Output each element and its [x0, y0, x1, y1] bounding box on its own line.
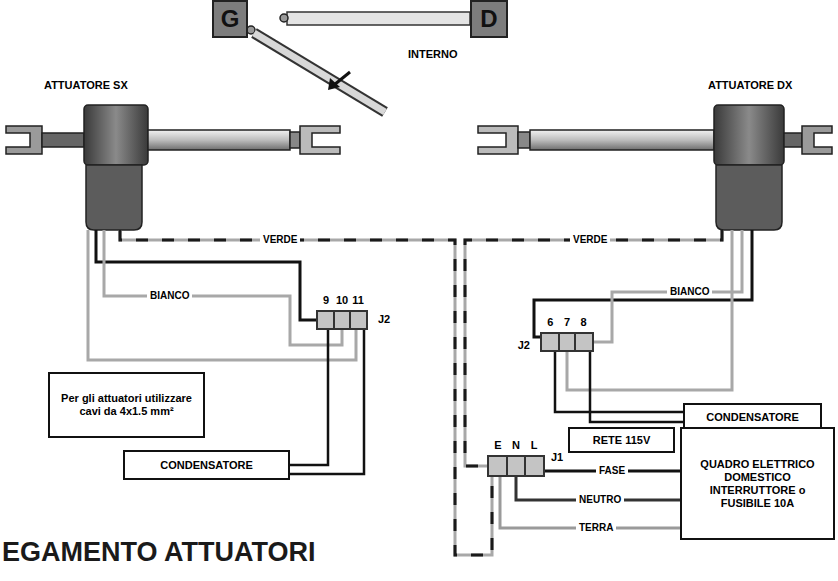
pin-number: N [505, 439, 527, 452]
pin-number: L [523, 439, 545, 452]
part-name: ATTUATORE DX [708, 79, 792, 92]
pin-number: 8 [573, 316, 594, 329]
part-name: ATTUATORE SX [44, 79, 128, 92]
wire-label: BIANCO [147, 290, 192, 302]
pin-number: 7 [557, 316, 578, 329]
actuator: ATTUATORE DX [714, 105, 784, 230]
wire [104, 230, 342, 345]
actuator-body [714, 105, 784, 165]
cell-divider [349, 312, 351, 328]
terminal-block: ENLJ1 [487, 455, 545, 477]
pin-number: 11 [348, 294, 368, 307]
pin-number: E [487, 439, 509, 452]
wire-label: TERRA [576, 522, 616, 534]
wire [88, 230, 356, 360]
wire-label: NEUTRO [576, 494, 624, 506]
wire-label: VERDE [260, 234, 300, 246]
actuator-tube [148, 130, 290, 150]
gate-post: G [212, 0, 248, 38]
actuator-rod [518, 132, 530, 148]
cell-divider [574, 334, 576, 350]
wire-label: BIANCO [667, 286, 712, 298]
front-fork [300, 126, 340, 154]
mains-box: RETE 115V [568, 427, 675, 453]
wire [290, 330, 328, 465]
bracket-pin [42, 133, 84, 147]
wire-label: VERDE [570, 234, 610, 246]
gate-leaf-outline [254, 33, 385, 112]
box-text: CONDENSATORE [160, 459, 253, 472]
leaf-end [280, 14, 288, 22]
box-text: G [221, 5, 240, 33]
rear-bracket [6, 126, 42, 154]
wire [500, 477, 680, 528]
connector-name: J2 [500, 339, 530, 352]
capacitor-box: CONDENSATORE [123, 450, 290, 480]
actuator-tube [530, 130, 714, 150]
rear-bracket [802, 126, 832, 154]
hinge [247, 26, 255, 34]
cell-divider [558, 334, 560, 350]
title: EGAMENTO ATTUATORI [2, 536, 316, 568]
actuator-rod [290, 132, 300, 148]
wire [567, 230, 732, 390]
gate-leaf [287, 12, 470, 25]
connector-name: J2 [378, 313, 390, 326]
wire [555, 352, 683, 412]
wire-label: FASE [596, 465, 628, 477]
cell-divider [524, 457, 526, 475]
label: INTERNO [408, 48, 458, 60]
pin-number: 10 [332, 294, 352, 307]
pin-number: 9 [316, 294, 336, 307]
actuator-body [84, 105, 148, 165]
direction-arrowhead [328, 78, 340, 90]
box-text: Per gli attuatori utilizzare cavi da 4x1… [56, 392, 197, 418]
actuator-motor [86, 165, 142, 230]
wire [594, 230, 742, 342]
wire [96, 230, 316, 320]
connector-name: J1 [551, 451, 563, 464]
bracket-pin [784, 133, 802, 147]
actuator-motor [716, 165, 782, 230]
box-text: D [480, 5, 497, 33]
wire [534, 230, 752, 337]
wire [290, 330, 364, 474]
gate-post: D [470, 0, 508, 38]
cell-divider [506, 457, 508, 475]
cell-divider [333, 312, 335, 328]
terminal-block: 91011J2 [316, 310, 368, 330]
box-text: RETE 115V [593, 434, 650, 447]
pin-number: 6 [540, 316, 561, 329]
panel-box: QUADRO ELETTRICO DOMESTICO INTERRUTTORE … [680, 427, 835, 540]
gate-leaf [254, 33, 385, 112]
box-text: QUADRO ELETTRICO DOMESTICO INTERRUTTORE … [688, 458, 827, 510]
box-text: CONDENSATORE [706, 411, 799, 424]
terminal-block: 678J2 [540, 332, 594, 352]
note-box: Per gli attuatori utilizzare cavi da 4x1… [48, 372, 205, 438]
front-fork [478, 126, 518, 154]
direction-arrow [334, 72, 350, 85]
actuator: ATTUATORE SX [84, 105, 148, 230]
